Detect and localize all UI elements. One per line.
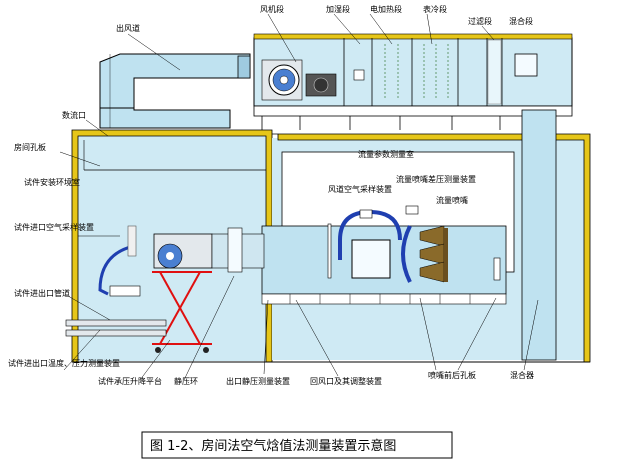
orifice-left [327,223,332,279]
fan-icon [261,59,337,101]
label-outlet-duct: 出风道 [116,23,140,33]
supply-duct [99,53,251,129]
label-fan-section: 风机段 [260,4,284,14]
lift-wheel-left [155,347,161,353]
grate-lines [289,294,471,304]
caption-box [141,431,453,459]
label-humidifier-section: 加湿段 [326,4,350,14]
orifice-right [493,257,501,281]
duct-shape [99,53,251,109]
lift-table [152,271,212,345]
test-unit-fan-hub [166,252,174,260]
label-outlet-static: 出口静压测量装置 [226,376,290,386]
label-flow-outlet: 数流口 [62,110,86,120]
label-inlet-duct: 试件进出口管道 [14,288,70,298]
ahu-base [253,105,573,117]
measurement-tunnel [261,205,507,305]
air-handling-unit [253,33,573,130]
duct-collar [237,55,251,79]
dp-gauges [359,205,419,219]
heater-coil [384,44,449,100]
ahu-top-wall [253,33,573,40]
label-cooler-section: 表冷段 [423,4,447,14]
label-mixing-section: 混合段 [509,16,533,26]
label-static-ring: 静压环 [174,376,198,386]
inlet-sampler-box [127,225,137,257]
label-test-env-room: 试件安装环境室 [24,177,80,187]
static-ring-frame [227,227,243,273]
nozzle-icon [401,225,448,283]
duct-bend [99,107,231,129]
label-nozzle-dp: 流量喷嘴差压测量装置 [396,174,476,184]
test-unit [65,225,265,353]
mixer-column [521,109,557,361]
inlet-sampling-hose [98,244,135,296]
filter-panel [487,39,502,105]
label-mixer: 混合器 [510,370,534,380]
mixing-window [514,53,538,77]
figure-caption: 图 1-2、房间法空气焓值法测量装置示意图 [150,438,396,454]
label-inlet-humidity: 试件进出口温度、压力测量装置 [8,358,120,368]
flow-room-wall [272,133,591,363]
labels: 出风道 风机段 加湿段 电加热段 表冷段 过滤段 混合段 数流口 房间孔板 试件… [8,4,534,386]
label-test-lift: 试件承压升降平台 [98,376,162,386]
label-return-air: 回风口及其调整装置 [310,376,382,386]
ahu-base-legs [261,116,547,130]
label-filter-section: 过滤段 [468,16,492,26]
label-room-orifice: 房间孔板 [14,142,46,152]
label-flow-measure-room: 流量参数测量室 [358,149,414,159]
sample-box [351,239,391,279]
humidifier-tray [353,69,365,81]
inlet-pipes [65,285,167,337]
leader-lines [59,13,539,381]
tunnel-floor-grate [261,293,507,305]
lift-wheel-right [203,347,209,353]
ahu-dividers [343,38,503,106]
label-heater-section: 电加热段 [370,4,402,14]
label-nozzle-front-orifice: 喷嘴前后孔板 [428,370,476,380]
label-sampling-duct: 风道空气采样装置 [328,184,392,194]
label-inlet-sampler: 试件进口空气采样装置 [14,222,94,232]
label-nozzle: 流量喷嘴 [436,195,468,205]
